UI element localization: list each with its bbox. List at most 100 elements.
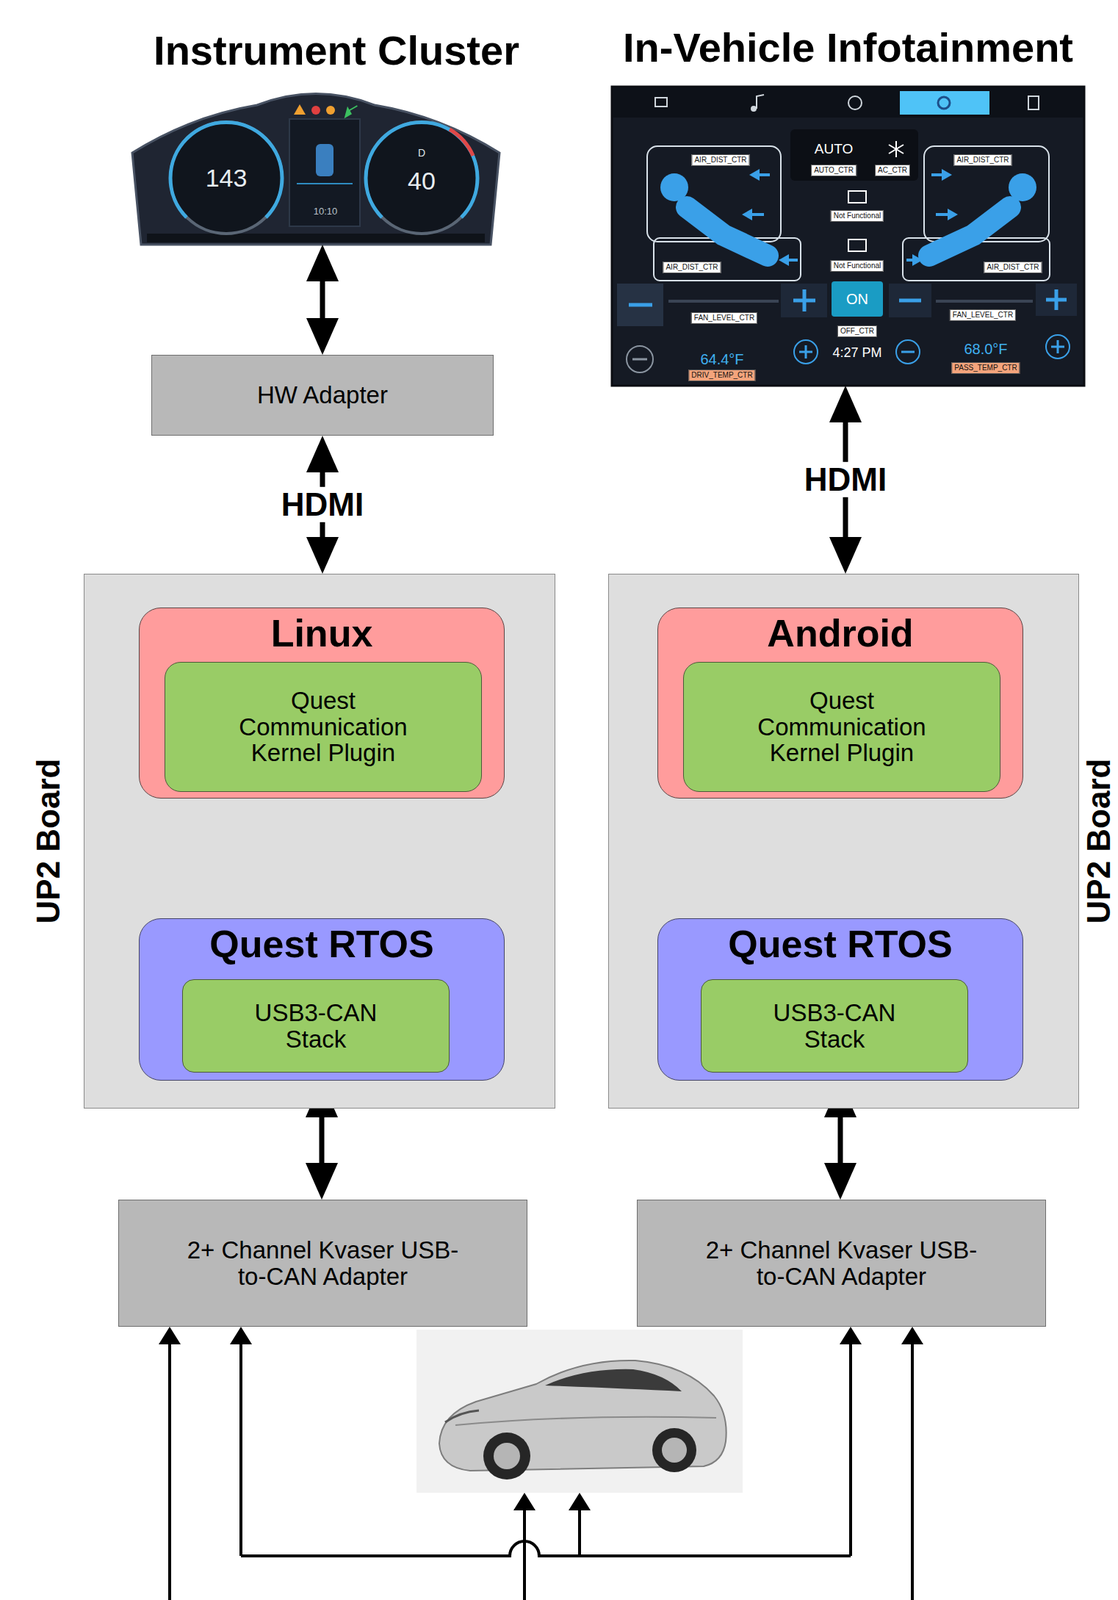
temp-minus-button (626, 345, 654, 373)
connector-arrow (319, 826, 325, 891)
rtos-box: Quest RTOS USB3-CAN Stack (657, 918, 1024, 1081)
screen-background (611, 86, 1085, 386)
fan-slider (668, 299, 779, 303)
gauge-arc (365, 122, 478, 218)
can-wire (523, 1507, 526, 1600)
fan-minus-button (617, 283, 664, 327)
warning-icon (311, 105, 321, 115)
tab-icon (848, 96, 862, 110)
board-panel: UP2 BoardLinuxQuest Communication Kernel… (83, 573, 556, 1109)
rtos-box: Quest RTOS USB3-CAN Stack (138, 918, 505, 1081)
box-label: USB3-CAN Stack (238, 999, 393, 1052)
cluster-image: Instrument Cluster (132, 89, 500, 245)
gauge-arc (170, 122, 283, 218)
cluster-illustration (132, 94, 500, 246)
control-tag: AIR_DIST_CTR (953, 154, 1012, 167)
control-tag: AC_CTR (874, 164, 911, 177)
tab-icon (1028, 96, 1039, 110)
fan-plus-button (1035, 283, 1077, 316)
control-tag: AIR_DIST_CTR (662, 261, 721, 274)
fan-minus-button (888, 283, 932, 318)
car-headlight (445, 1410, 479, 1423)
stack-box: USB3-CAN Stack (182, 979, 450, 1073)
can-bus-wires (169, 1341, 913, 1600)
section-heading: Instrument Cluster (153, 27, 520, 74)
connector-arrow (320, 463, 326, 546)
gauge-arc (449, 129, 474, 156)
plugin-box: Quest Communication Kernel Plugin (683, 661, 1001, 792)
gauge-reading: 143 (205, 163, 248, 194)
snowflake-icon (888, 141, 904, 158)
airflow-arrow (749, 168, 770, 181)
box-label: Quest Communication Kernel Plugin (735, 687, 949, 767)
car-wheel (483, 1432, 531, 1480)
speed-gauge (170, 121, 283, 234)
auto-panel (790, 129, 919, 181)
gear-indicator: D (417, 146, 426, 160)
minus-sign (632, 358, 648, 361)
temp-plus-button (1046, 334, 1070, 359)
car-wheel (652, 1427, 697, 1473)
tab-icon (756, 94, 764, 109)
box-heading: Quest RTOS (658, 918, 1023, 966)
minus-sign (628, 303, 653, 308)
os-box: AndroidQuest Communication Kernel Plugin (657, 607, 1024, 799)
control-tag: DRIV_TEMP_CTR (688, 369, 756, 382)
connector-arrow (320, 272, 326, 327)
clock-reading: 4:27 PM (832, 345, 882, 362)
plus-sign (1046, 289, 1067, 310)
control-tag: Not Functional (830, 260, 884, 272)
control-tag: OFF_CTR (837, 325, 878, 338)
connector-arrow (838, 826, 844, 891)
box-label: 2+ Channel Kvaser USB-to-CAN Adapter (694, 1236, 989, 1290)
minus-sign (901, 351, 915, 354)
airflow-arrow (935, 208, 958, 221)
control-tag: AUTO_CTR (810, 164, 857, 177)
control-tag: Not Functional (830, 210, 884, 222)
car-top-icon (315, 143, 334, 177)
seat-icon (686, 207, 768, 256)
adapter-box: HW Adapter (151, 354, 494, 436)
box-heading: Linux (139, 608, 504, 655)
temp-minus-button (896, 340, 920, 364)
adapter-box: 2+ Channel Kvaser USB-to-CAN Adapter (636, 1199, 1047, 1327)
lane-line (296, 182, 353, 185)
control-tag: AIR_DIST_CTR (691, 154, 750, 167)
fan-plus-button (780, 283, 828, 318)
can-wire (239, 1341, 243, 1556)
plus-sign (799, 345, 813, 359)
fan-slider (935, 299, 1033, 303)
board-panel: UP2 BoardAndroidQuest Communication Kern… (608, 573, 1080, 1109)
airflow-arrow (741, 208, 764, 221)
temperature-reading: 64.4°F (700, 350, 744, 369)
control-tag: AIR_DIST_CTR (983, 261, 1042, 274)
box-label: USB3-CAN Stack (757, 999, 912, 1052)
adapter-box: 2+ Channel Kvaser USB-to-CAN Adapter (118, 1199, 528, 1327)
can-wire (168, 1341, 172, 1600)
airflow-arrow (931, 168, 952, 181)
car-background (416, 1329, 743, 1493)
seat-icon (929, 207, 1011, 256)
cluster-housing (132, 94, 500, 246)
car-window (545, 1369, 682, 1392)
box-heading: Quest RTOS (139, 918, 504, 966)
tab-icon (750, 105, 757, 112)
cluster-base (146, 233, 485, 243)
box-heading: Android (658, 608, 1023, 655)
defrost-icon (848, 190, 867, 203)
turn-arrow-icon (340, 102, 360, 119)
connector-arrow (319, 1108, 325, 1172)
infotainment-screen: In-Vehicle Infotainment (611, 86, 1085, 386)
can-wire (578, 1507, 582, 1556)
car-illustration (416, 1329, 743, 1493)
os-box: LinuxQuest Communication Kernel Plugin (138, 607, 505, 799)
infotainment-screenshot (611, 86, 1085, 386)
control-tag: FAN_LEVEL_CTR (691, 312, 758, 324)
edge-label: HDMI (276, 487, 369, 523)
tab-icon (938, 96, 950, 109)
on-button (831, 281, 883, 317)
